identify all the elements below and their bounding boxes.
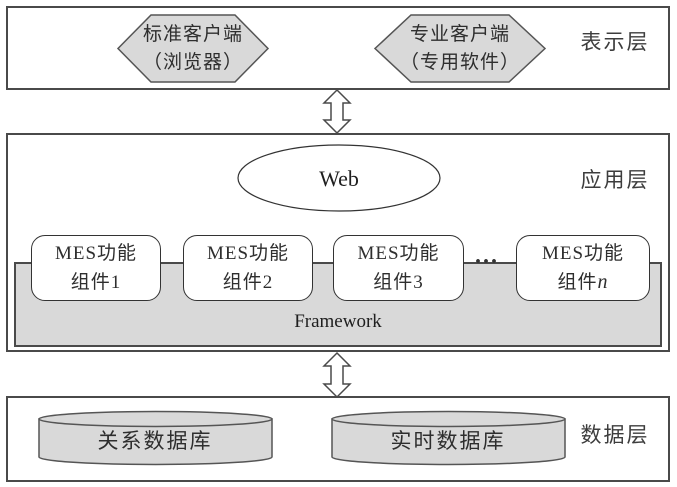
web-label: Web [319,166,359,191]
data-layer-label: 数据层 [580,423,650,447]
mes-3-num: 3 [413,272,424,293]
mes-n-num: n [597,271,609,293]
professional-client-line1: 专业客户端 [409,23,510,45]
mes-3-prefix: 组件 [373,272,414,293]
mes-3-line1: MES功能 [357,243,440,264]
presentation-layer-label: 表示层 [580,30,650,54]
application-layer-label: 应用层 [580,168,650,192]
mes-1-prefix: 组件 [70,272,111,293]
professional-client-line2: （专用软件） [399,51,520,73]
mes-component-3: MES功能 组件3 [333,235,464,301]
mes-n-prefix: 组件 [557,272,598,293]
mes-2-prefix: 组件 [222,272,263,293]
mes-2-num: 2 [262,272,274,293]
realtime-db-label: 实时数据库 [390,429,506,453]
mes-ellipsis-dots: ··· [473,249,498,275]
mes-1-num: 1 [110,272,122,293]
mes-2-line1: MES功能 [206,243,290,264]
mes-component-1: MES功能 组件1 [31,235,161,301]
standard-client-line2: （浏览器） [142,51,243,73]
double-arrow-icon-top [322,88,352,135]
professional-client-label: 专业客户端 （专用软件） [383,20,537,77]
mes-n-line1: MES功能 [541,243,625,264]
double-arrow-icon-bottom [322,351,352,399]
mes-component-2: MES功能 组件2 [183,235,313,301]
standard-client-label: 标准客户端 （浏览器） [126,20,260,77]
framework-label: Framework [294,311,382,332]
mes-1-line1: MES功能 [54,243,138,264]
relational-db-label: 关系数据库 [97,429,213,453]
standard-client-line1: 标准客户端 [142,23,243,45]
mes-component-n: MES功能 组件n [516,235,650,301]
